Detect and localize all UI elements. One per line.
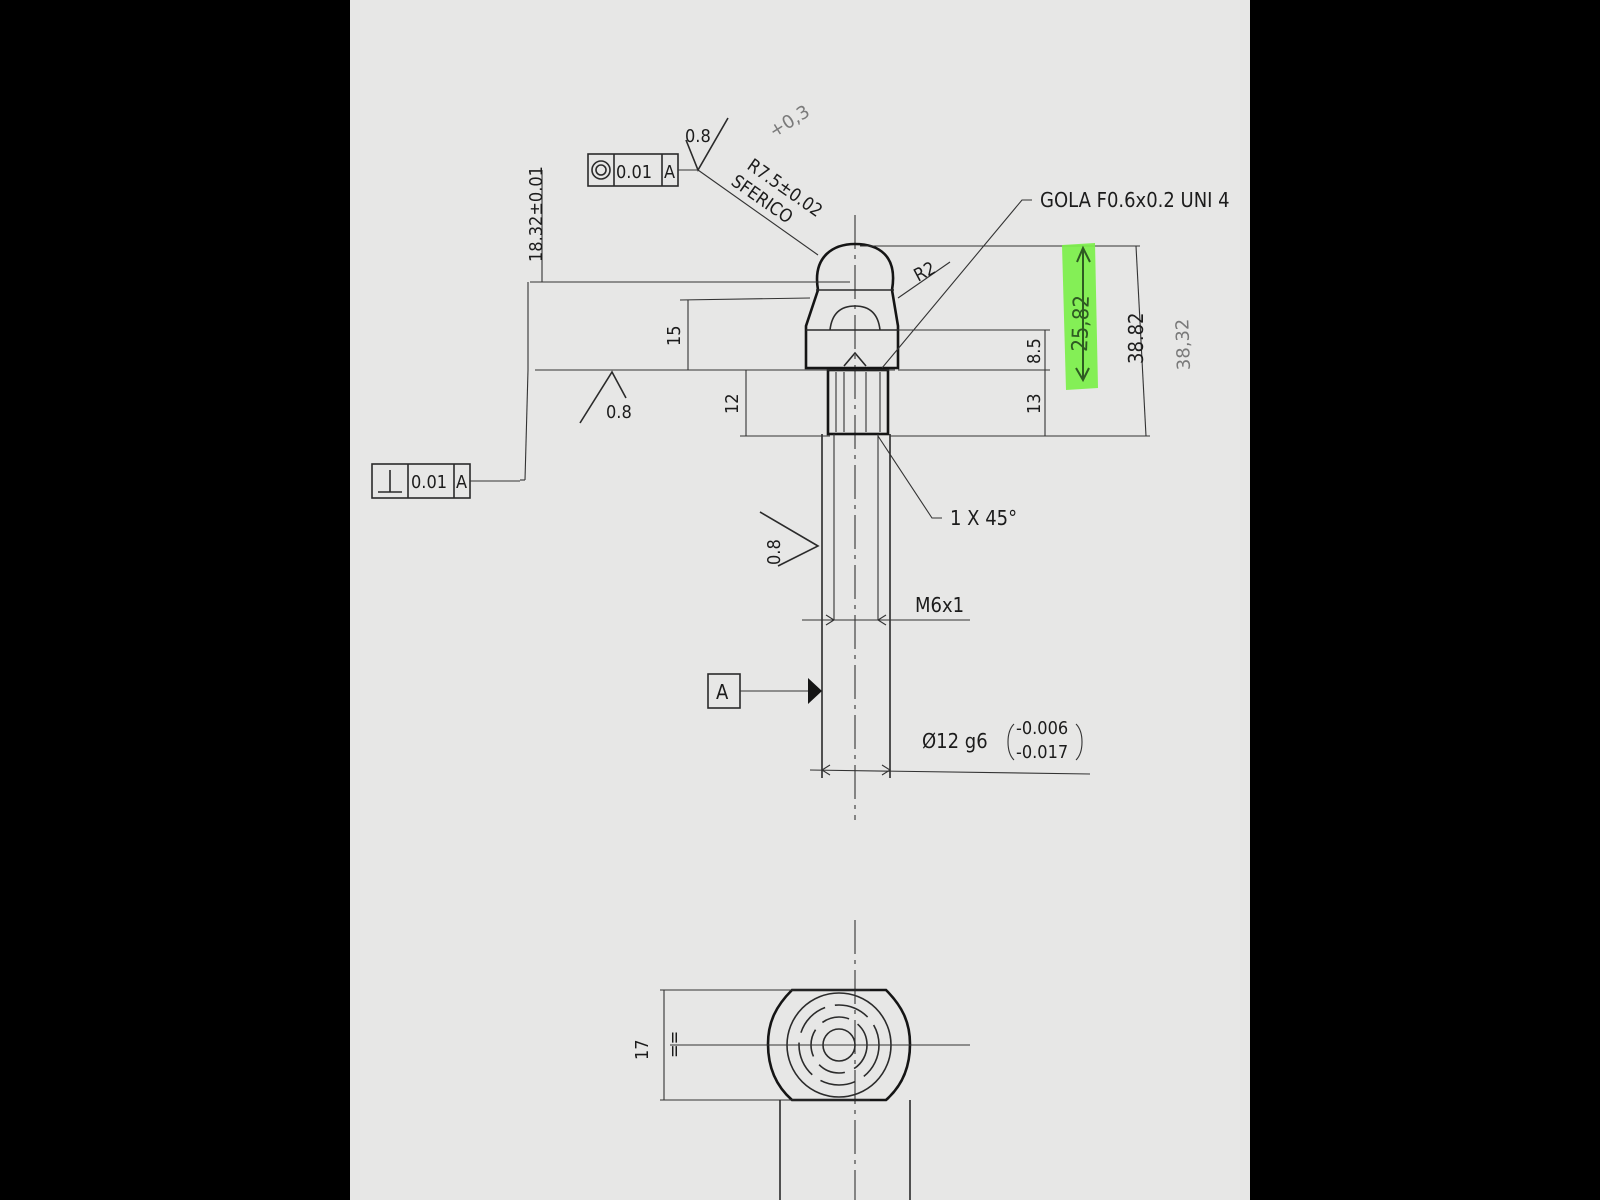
gola-label: GOLA F0.6x0.2 UNI 4 [1040,188,1230,212]
part-neck [826,368,890,436]
highlight-25-82: 25,82 [1062,243,1098,390]
dim-13-label: 13 [1024,393,1045,414]
datum-a: A [707,673,822,709]
dim-18-32-label: 18.32±0.01 [526,166,547,262]
roughness-shaft: 0.8 [759,511,820,567]
symmetry-mark: == [664,1031,685,1058]
datum-a-label: A [716,680,729,704]
diameter-dimension: Ø12 g6 -0.006 -0.017 [809,718,1091,776]
chamfer-label: 1 X 45° [950,506,1017,530]
dim-38-82-label: 38.82 [1124,313,1148,365]
concentricity-value: 0.01 [616,162,652,183]
pencil-tolerance: +0,3 [766,101,814,142]
gola-callout: GOLA F0.6x0.2 UNI 4 [881,188,1230,369]
dim-8-5: 8.5 [1024,330,1046,370]
roughness-left: 0.8 [579,370,632,424]
dim-15: 15 [664,300,689,370]
fillet-callout: R2 [897,258,951,299]
part-shaft [821,434,891,778]
fillet-label: R2 [910,258,939,287]
gdt-perpendicularity-frame: 0.01 A [371,463,520,499]
tolerance-lower: -0.017 [1016,742,1068,763]
dim-12-label: 12 [722,393,743,414]
tolerance-upper: -0.006 [1016,718,1068,739]
roughness-shaft-label: 0.8 [764,539,785,565]
chamfer-callout: 1 X 45° [877,435,1017,530]
drawing-sheet: 18.32±0.01 15 12 8.5 13 38.82 25,82 38,3… [350,0,1250,1200]
highlighted-dim-label: 25,82 [1068,295,1095,352]
part-head [804,242,900,370]
roughness-top-label: 0.8 [685,126,711,147]
dim-12: 12 [722,370,747,436]
dim-13: 13 [1024,370,1046,436]
roughness-left-label: 0.8 [606,402,632,423]
dim-18-32: 18.32±0.01 [520,166,547,481]
gdt-concentricity-frame: 0.01 A [587,153,819,256]
thread-label: M6x1 [915,593,964,617]
flat-dim-label: 17 [632,1039,653,1060]
dim-15-label: 15 [664,325,685,346]
technical-drawing: 18.32±0.01 15 12 8.5 13 38.82 25,82 38,3… [371,101,1230,1200]
concentricity-datum: A [664,162,675,183]
perpendicularity-value: 0.01 [411,472,447,493]
perpendicularity-datum: A [456,472,467,493]
end-view: 17 == [632,988,970,1200]
dim-38-82: 38.82 [1124,245,1148,437]
dim-8-5-label: 8.5 [1024,338,1045,364]
thread-dimension: M6x1 [802,593,970,626]
pencil-note-38: 38,32 [1172,318,1195,370]
roughness-top: 0.8 [685,117,729,172]
diameter-label: Ø12 g6 [922,729,988,753]
